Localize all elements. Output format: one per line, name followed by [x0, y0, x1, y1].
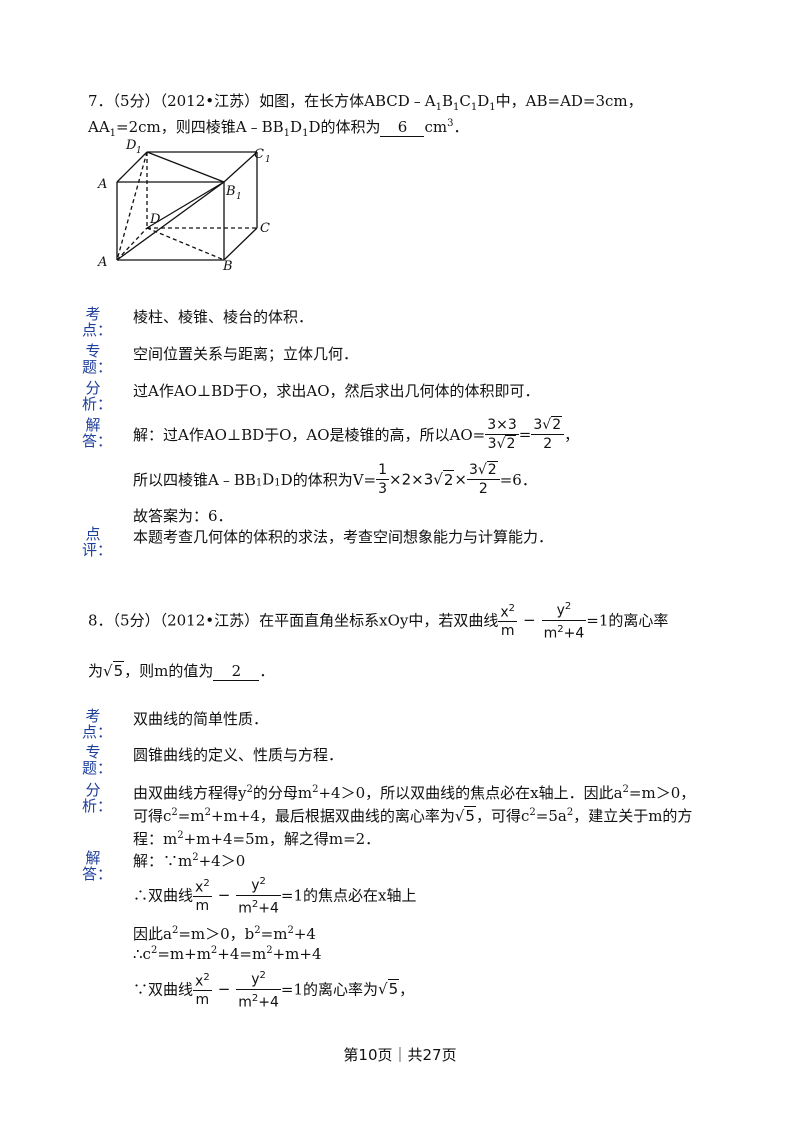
label-kaodian-8: 考点： — [82, 707, 113, 741]
q8-zhuanti: 圆锥曲线的定义、性质与方程． — [133, 746, 344, 764]
label-fenxi: 分析： — [82, 379, 113, 413]
cuboid-figure: D 1 C 1 A B 1 D C A B — [97, 138, 271, 274]
svg-text:1: 1 — [265, 155, 271, 165]
q7-stem-line1: 7．（5分）（2012•江苏）如图，在长方体ABCD﹣A1B1C1D1中，AB=… — [88, 92, 643, 113]
q7-fenxi: 过A作AO⊥BD于O，求出AO，然后求出几何体的体积即可． — [133, 382, 540, 400]
q7-jieda-line3: 故答案为：6． — [133, 507, 233, 525]
q8-jieda-line4: ∴c2=m+m2+4=m2+m+4 — [133, 945, 322, 963]
label-A1: A — [97, 177, 107, 192]
svg-text:1: 1 — [136, 146, 142, 156]
q7-kaodian: 棱柱、棱锥、棱台的体积． — [133, 308, 314, 326]
label-D: D — [149, 212, 161, 227]
page-footer: 第10页｜共27页 — [343, 1046, 457, 1064]
label-fenxi-8: 分析： — [82, 781, 113, 815]
q7-zhuanti: 空间位置关系与距离；立体几何． — [133, 345, 359, 363]
label-A: A — [97, 255, 107, 270]
q8-fenxi-line1: 由双曲线方程得y2的分母m2+4＞0，所以双曲线的焦点必在x轴上．因此a2=m＞… — [133, 784, 696, 802]
label-jieda: 解答： — [82, 416, 113, 450]
label-kaodian: 考点： — [82, 305, 113, 339]
label-B1: B — [225, 184, 236, 199]
svg-text:1: 1 — [236, 192, 242, 202]
label-jieda-8: 解答： — [82, 849, 113, 883]
label-zhuanti: 专题： — [82, 342, 113, 376]
q7-dianping: 本题考查几何体的体积的求法，考查空间想象能力与计算能力． — [133, 528, 554, 546]
q8-fenxi-line2: 可得c2=m2+m+4，最后根据双曲线的离心率为√5，可得c2=5a2，建立关于… — [133, 806, 693, 825]
q8-kaodian: 双曲线的简单性质． — [133, 710, 269, 728]
q8-jieda-line1: 解：∵m2+4＞0 — [133, 852, 246, 870]
label-C1: C — [254, 147, 264, 162]
label-B: B — [222, 259, 233, 274]
q7-answer: 6 — [380, 118, 425, 137]
label-C: C — [260, 221, 270, 236]
q8-answer: 2 — [213, 662, 260, 681]
label-zhuanti-8: 专题： — [82, 743, 113, 777]
q8-jieda-line3: 因此a2=m＞0，b2=m2+4 — [133, 925, 316, 943]
label-D1: D — [125, 138, 137, 153]
q8-fenxi-line3: 程：m2+m+4=5m，解之得m=2． — [133, 830, 381, 848]
label-dianping: 点评： — [82, 525, 113, 559]
